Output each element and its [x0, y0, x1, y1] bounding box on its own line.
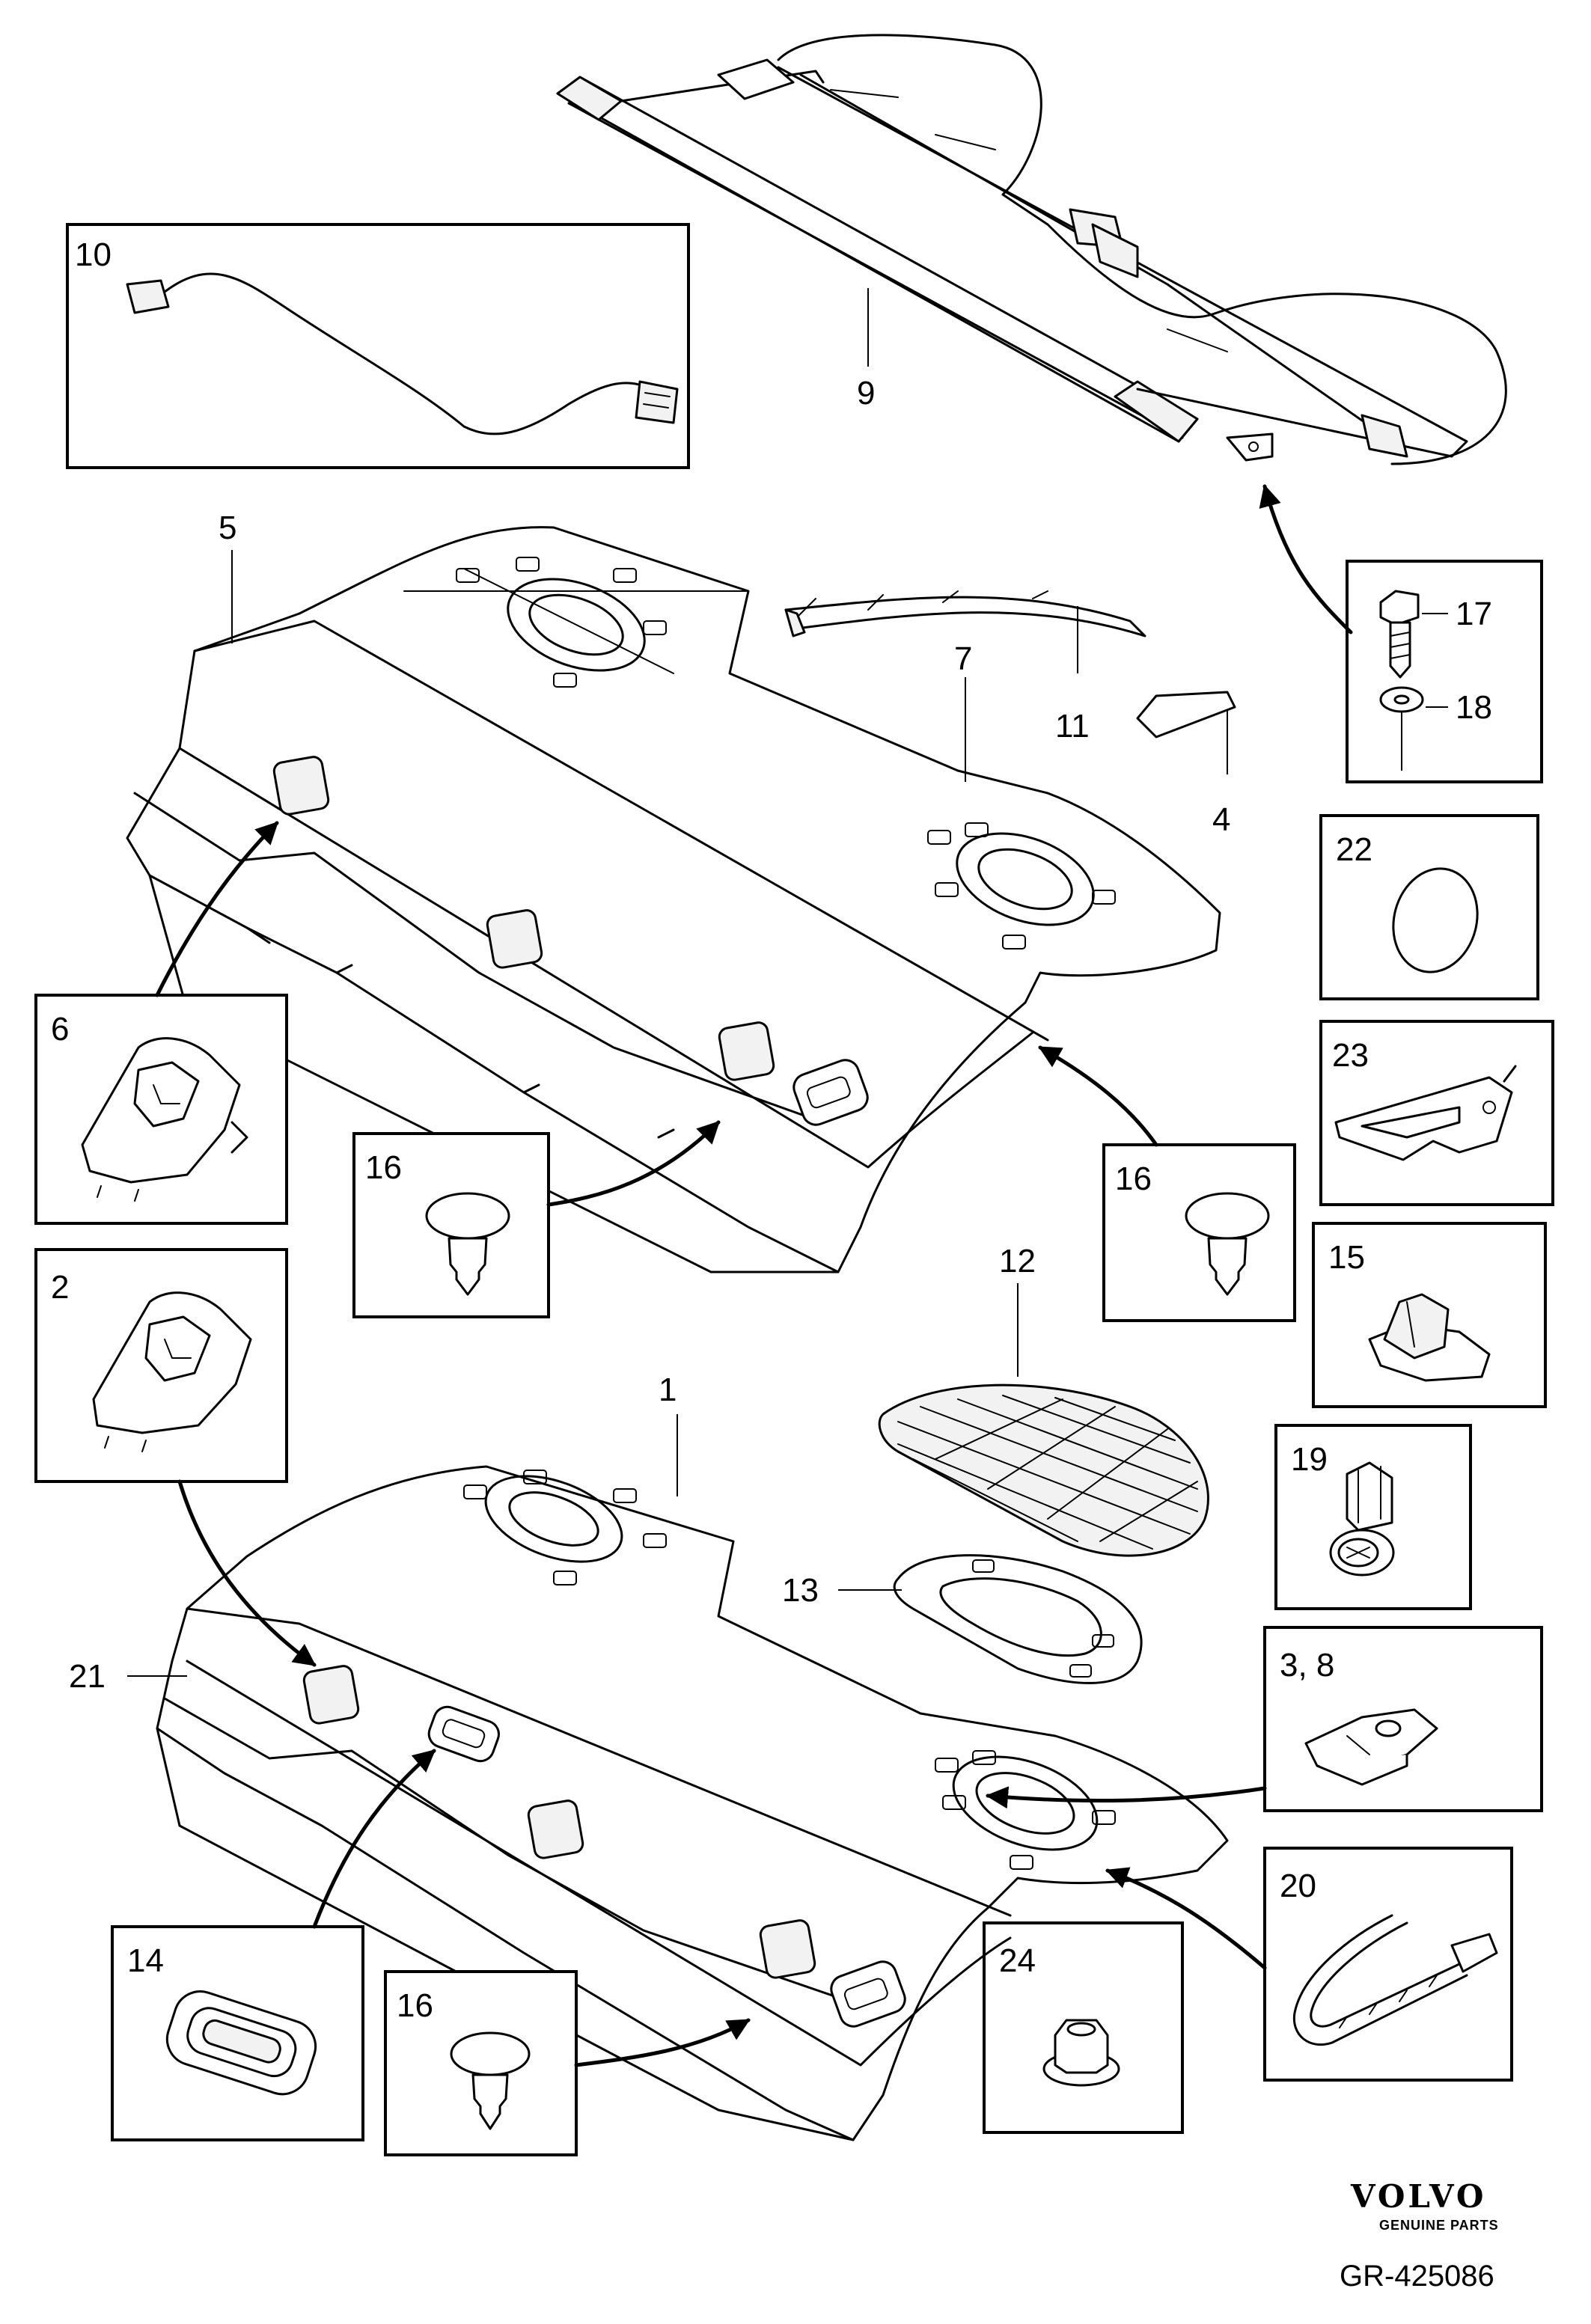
seatbelt-cover-icon	[81, 1037, 248, 1202]
washer-icon	[1379, 686, 1424, 771]
push-pin-icon	[1329, 1461, 1395, 1577]
clip-nut-icon	[1368, 1293, 1491, 1382]
cable-tie-icon	[1292, 1914, 1498, 2046]
hatch-cover-icon	[165, 1990, 317, 2096]
label-16-bottom: 16	[397, 1987, 433, 2024]
part-labels: 1 2 3, 8 4 5 6 7 9 10 11 12 13 14 15 16 …	[51, 236, 1492, 2024]
leader-lines	[127, 288, 1448, 1677]
diagram-reference: GR-425086	[1340, 2260, 1494, 2293]
part-box-6	[34, 994, 288, 1225]
label-20: 20	[1280, 1868, 1316, 1904]
label-21: 21	[69, 1658, 106, 1695]
wiring-harness	[126, 272, 679, 435]
bracket-icon	[1334, 1065, 1517, 1161]
brand-subtitle: GENUINE PARTS	[1379, 2218, 1499, 2233]
label-4: 4	[1212, 801, 1230, 838]
label-15: 15	[1328, 1239, 1365, 1276]
sunshade-assembly	[556, 34, 1507, 465]
label-19: 19	[1291, 1441, 1328, 1478]
callout-arrows	[155, 484, 1353, 2067]
speaker-gasket	[893, 1554, 1143, 1684]
part-box-17-18	[1346, 560, 1543, 783]
plug-icon	[1392, 867, 1479, 973]
label-5: 5	[219, 510, 236, 546]
clip-part-4	[1136, 691, 1236, 739]
label-24: 24	[999, 1942, 1036, 1979]
label-16-left: 16	[365, 1149, 402, 1186]
push-rivet-icon	[1185, 1192, 1270, 1296]
label-16-right: 16	[1115, 1161, 1152, 1197]
speed-nut-icon	[1304, 1708, 1438, 1786]
brand-name: VOLVO	[1350, 2178, 1486, 2215]
part-box-10	[66, 223, 690, 469]
label-6: 6	[51, 1011, 69, 1048]
label-18: 18	[1456, 689, 1492, 726]
parcel-shelf-upper	[126, 526, 1221, 1273]
label-11: 11	[1055, 708, 1090, 744]
label-12: 12	[999, 1243, 1036, 1279]
bolt-icon	[1379, 590, 1420, 679]
push-rivet-icon	[425, 1192, 510, 1296]
parcel-shelf-lower	[156, 1465, 1229, 2141]
push-rivet-icon	[450, 2031, 531, 2130]
label-17: 17	[1456, 596, 1492, 632]
speaker-grille	[878, 1383, 1209, 1557]
label-2: 2	[51, 1269, 69, 1306]
label-22: 22	[1336, 831, 1372, 868]
label-1: 1	[659, 1372, 677, 1408]
label-23: 23	[1332, 1037, 1369, 1074]
label-14: 14	[127, 1942, 164, 1979]
flange-nut-icon	[1042, 2019, 1120, 2087]
volvo-logo: VOLVO GENUINE PARTS	[1350, 2178, 1499, 2233]
seatbelt-cover-icon	[92, 1291, 252, 1452]
label-13: 13	[782, 1572, 819, 1609]
rail-part-11	[784, 590, 1146, 637]
label-10: 10	[75, 236, 112, 273]
label-9: 9	[857, 375, 875, 412]
label-7: 7	[954, 640, 972, 677]
label-3-8: 3, 8	[1280, 1647, 1334, 1684]
